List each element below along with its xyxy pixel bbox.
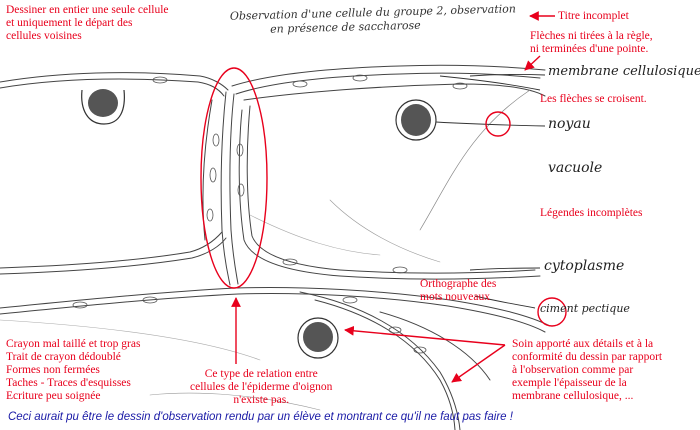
- arrow-soin-2: [451, 344, 506, 383]
- note-orthographe-line-2: mots nouveaux: [420, 291, 490, 303]
- note-crayon-line-3: Formes non fermées: [6, 364, 100, 376]
- footer-caption: Ceci aurait pu être le dessin d'observat…: [8, 411, 513, 423]
- note-crayon-line-1: Crayon mal taillé et trop gras: [6, 338, 141, 350]
- label-cytoplasme: cytoplasme: [544, 258, 625, 274]
- crossing-circle: [485, 111, 511, 137]
- wall-circle-ellipse: [200, 67, 268, 289]
- note-orthographe-line-1: Orthographe des: [420, 278, 497, 290]
- nucleus-left: [81, 89, 125, 125]
- note-crayon-line-4: Taches - Traces d'esquisses: [6, 377, 131, 389]
- arrow-soin-1: [344, 325, 506, 346]
- note-crayon-line-2: Trait de crayon dédoublé: [6, 351, 121, 363]
- note-croisent: Les flèches se croisent.: [540, 93, 647, 105]
- red-annotations: [200, 11, 567, 383]
- note-fleches-line-1: Flèches ni tirées à la règle,: [530, 30, 653, 42]
- note-crayon-line-5: Ecriture peu soignée: [6, 390, 101, 402]
- note-soin-line-4: exemple l'épaisseur de la: [512, 377, 627, 389]
- note-soin-line-5: membrane cellulosique, ...: [512, 390, 634, 402]
- note-soin-line-2: conformité du dessin par rapport: [512, 351, 663, 363]
- pencil-sketch: [0, 64, 551, 430]
- note-relation-line-3: n'existe pas.: [233, 394, 290, 406]
- label-membrane: membrane cellulosique: [548, 64, 700, 79]
- note-relation-line-1: Ce type de relation entre: [204, 368, 318, 380]
- note-fleches-line-2: ni terminées d'une pointe.: [530, 43, 649, 55]
- note-titre: Titre incomplet: [558, 10, 629, 22]
- note-dessiner-line-2: et uniquement le départ des: [6, 17, 133, 29]
- note-soin: Soin apporté aux détails et à la conform…: [512, 338, 662, 403]
- nucleus-bottom: [297, 317, 339, 359]
- note-orthographe: Orthographe des mots nouveaux: [420, 278, 496, 304]
- note-dessiner-line-3: cellules voisines: [6, 30, 82, 42]
- note-fleches: Flèches ni tirées à la règle, ni terminé…: [530, 30, 653, 56]
- arrow-fleches: [524, 55, 541, 71]
- note-relation-line-2: cellules de l'épiderme d'oignon: [190, 381, 333, 393]
- label-noyau: noyau: [548, 116, 591, 132]
- label-vacuole: vacuole: [548, 160, 603, 176]
- note-dessiner: Dessiner en entier une seule cellule et …: [6, 4, 169, 43]
- note-soin-line-1: Soin apporté aux détails et à la: [512, 338, 654, 350]
- nucleus-right: [395, 99, 437, 141]
- note-dessiner-line-1: Dessiner en entier une seule cellule: [6, 4, 169, 16]
- label-ciment: ciment pectique: [540, 302, 630, 315]
- note-legendes: Légendes incomplètes: [540, 207, 643, 219]
- note-relation: Ce type de relation entre cellules de l'…: [190, 368, 332, 407]
- wall-granules: [72, 74, 468, 354]
- ortho-circle: [537, 297, 567, 327]
- note-soin-line-3: à l'observation comme par: [512, 364, 634, 376]
- note-crayon: Crayon mal taillé et trop gras Trait de …: [6, 338, 140, 403]
